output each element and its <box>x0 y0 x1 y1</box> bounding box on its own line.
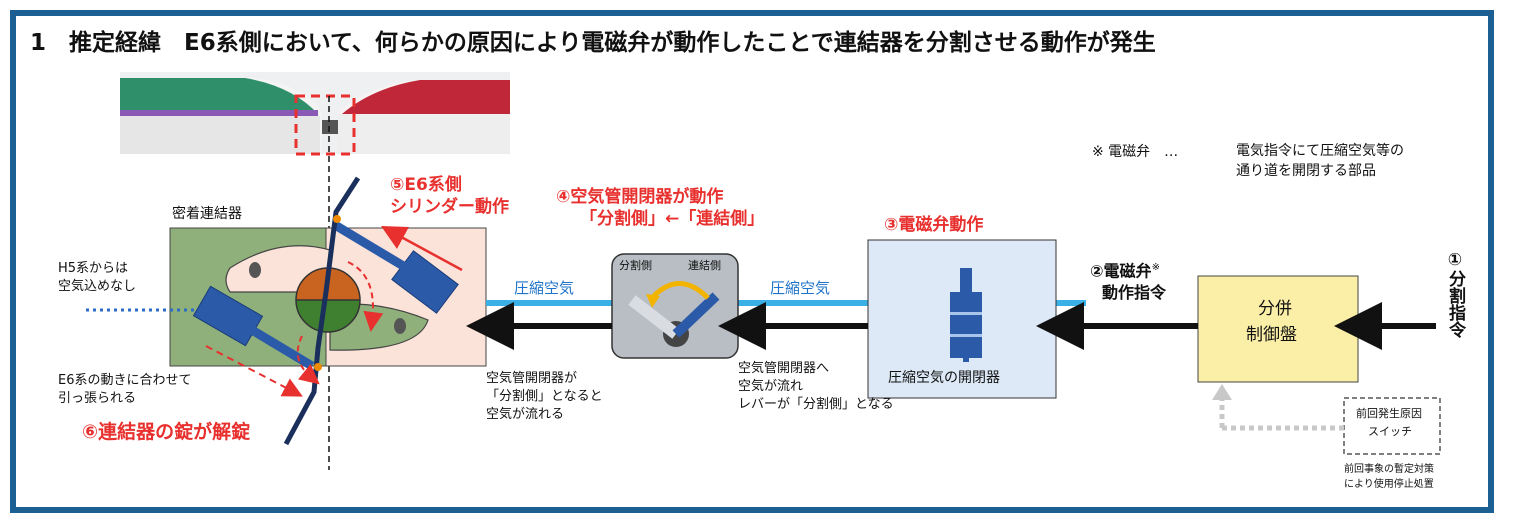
step4-line1: ④空気管開閉器が動作 <box>556 187 724 207</box>
caption-right-line2: 空気が流れ <box>738 379 804 394</box>
note-mark: ※ 電磁弁 … <box>1092 144 1179 160</box>
step1-label: ①分割指令 <box>1445 250 1465 338</box>
coupler-label: 密着連結器 <box>172 206 242 222</box>
pipe-label-right: 圧縮空気 <box>770 279 831 297</box>
h5-note-line1: H5系からは <box>58 261 129 276</box>
step5-line1: ⑤E6系側 <box>390 175 462 195</box>
page-title: 1 推定経緯 E6系側において、何らかの原因により電磁弁が動作したことで連結器を… <box>30 30 1156 56</box>
note-line2: 通り道を開閉する部品 <box>1236 163 1376 179</box>
step2-line1: ②電磁弁※ <box>1090 262 1160 281</box>
coupler-box <box>86 176 487 446</box>
note-line1: 電気指令にて圧縮空気等の <box>1236 143 1404 159</box>
pipe-label-left: 圧縮空気 <box>514 279 575 297</box>
valve-box-label: 圧縮空気の開閉器 <box>888 370 1000 386</box>
caption-right-line3: レバーが「分割側」となる <box>738 397 894 412</box>
e6-note-line2: 引っ張られる <box>58 391 137 406</box>
step3-label: ③電磁弁動作 <box>884 215 984 235</box>
e6-note-line1: E6系の動きに合わせて <box>58 373 192 388</box>
air-pipe-switch <box>611 253 739 359</box>
train-illustration <box>120 72 510 156</box>
caption-mid-line1: 空気管開閉器が <box>486 371 578 386</box>
caption-mid-line3: 空気が流れる <box>486 407 565 422</box>
control-box <box>1197 275 1359 383</box>
disabled-switch-path <box>1212 384 1441 455</box>
caption-mid-line2: 「分割側」となると <box>486 389 603 404</box>
step2-line2: 動作指令 <box>1102 283 1167 302</box>
switch-note-line2: スイッチ <box>1368 425 1412 438</box>
control-line1: 分併 <box>1258 299 1292 319</box>
caption-right-line1: 空気管開閉器へ <box>738 361 830 376</box>
switch-left-label: 分割側 <box>619 259 652 272</box>
h5-note-line2: 空気込めなし <box>58 279 137 294</box>
switch-below-line1: 前回事象の暫定対策 <box>1344 464 1434 475</box>
step2-sup: ※ <box>1151 262 1160 273</box>
switch-right-label: 連結側 <box>688 259 721 272</box>
switch-below-line2: により使用停止処置 <box>1344 479 1434 490</box>
control-line2: 制御盤 <box>1246 325 1297 345</box>
step5-line2: シリンダー動作 <box>390 197 509 217</box>
solenoid-valve-box <box>867 239 1057 399</box>
step2-text: ②電磁弁 <box>1090 261 1152 281</box>
step6-label: ⑥連結器の錠が解錠 <box>82 421 251 443</box>
switch-note-line1: 前回発生原因 <box>1356 407 1422 420</box>
step4-line2: 「分割側」←「連結側」 <box>580 209 765 229</box>
